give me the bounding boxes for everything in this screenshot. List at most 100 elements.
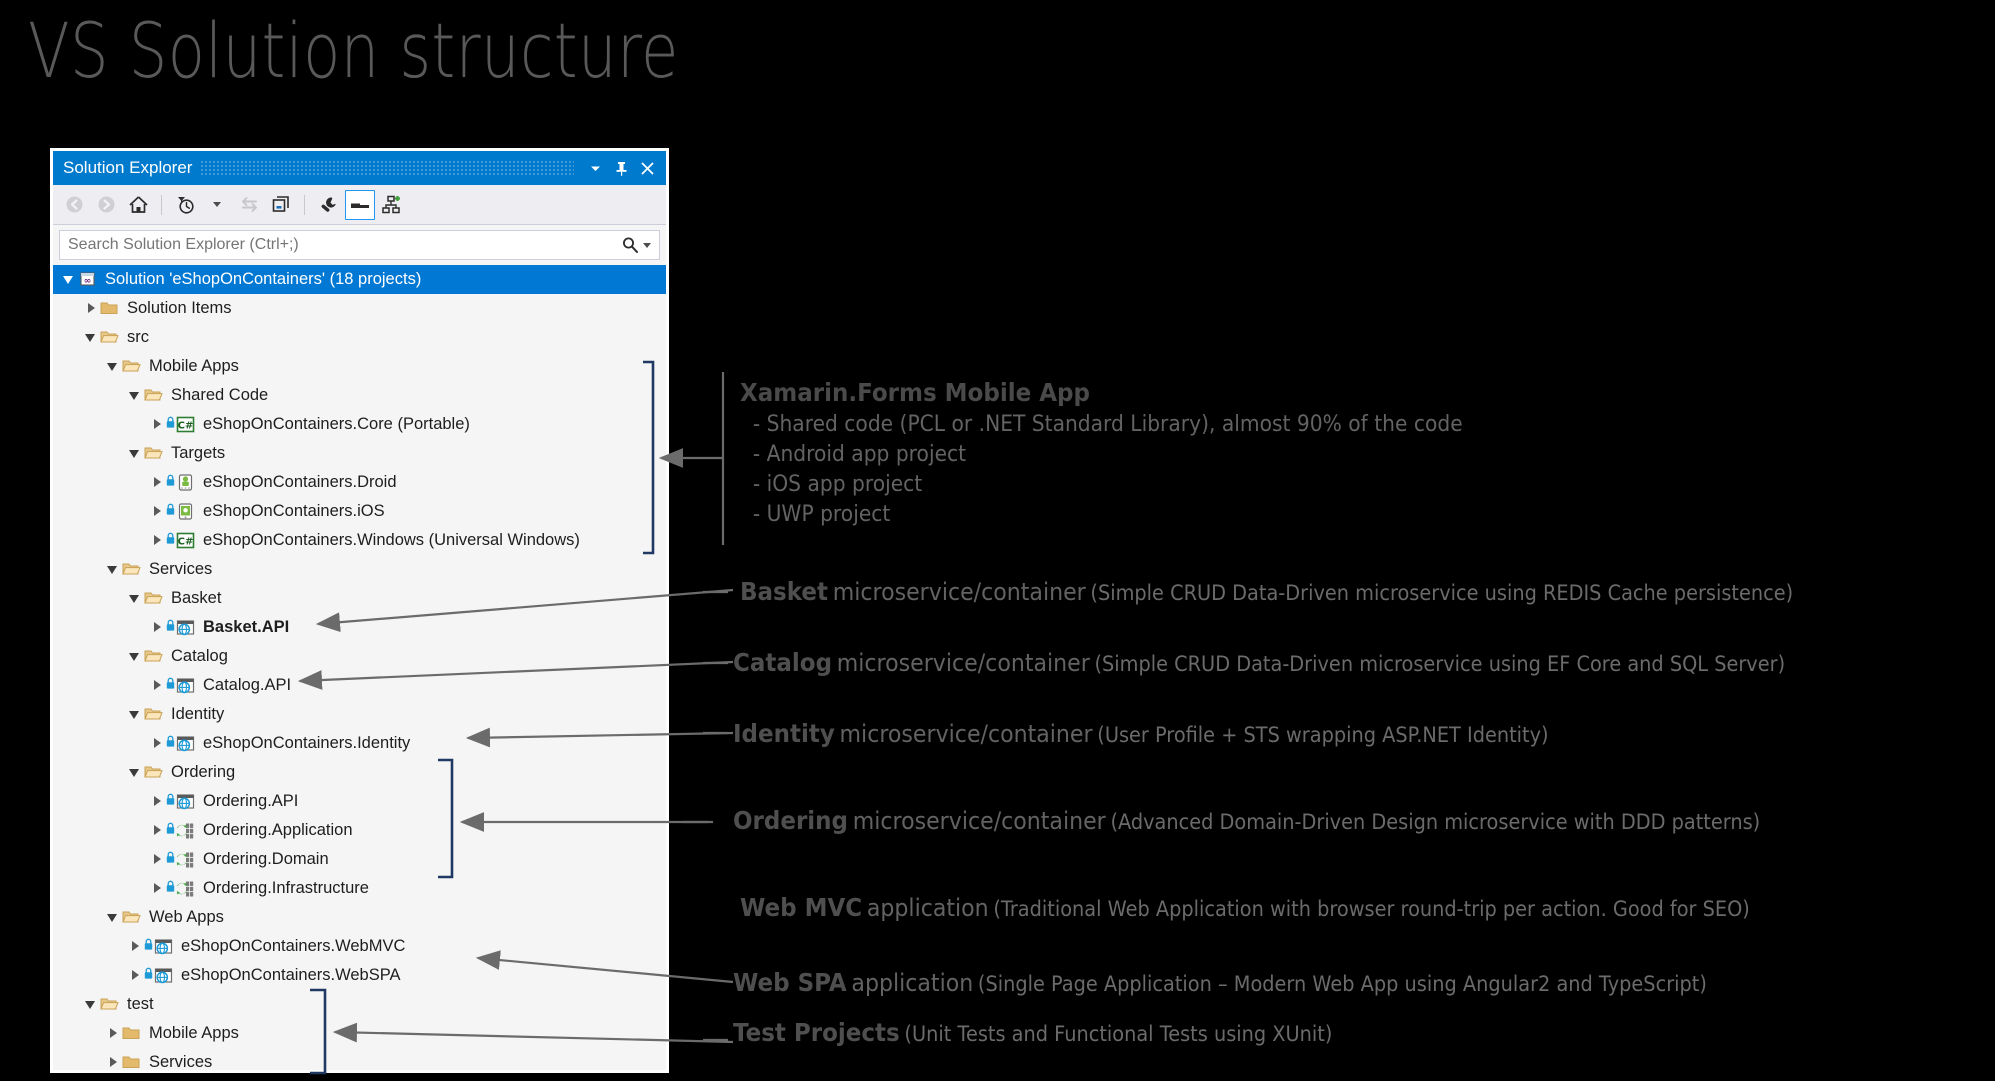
tree-item[interactable]: Ordering: [53, 758, 666, 787]
collapse-arrow-icon[interactable]: [105, 909, 122, 926]
expand-arrow-icon[interactable]: [149, 503, 166, 520]
lock-icon: [166, 473, 175, 492]
collapse-arrow-icon[interactable]: [127, 764, 144, 781]
tree-item-label: eShopOnContainers.iOS: [203, 502, 385, 520]
collapse-arrow-icon[interactable]: [127, 706, 144, 723]
pending-changes-filter-button[interactable]: [170, 190, 200, 220]
toolbar-separator: [161, 194, 162, 215]
tree-item[interactable]: C#eShopOnContainers.Core (Portable): [53, 410, 666, 439]
collapse-arrow-icon[interactable]: [127, 445, 144, 462]
lock-icon: [144, 966, 153, 985]
collapse-arrow-icon[interactable]: [105, 561, 122, 578]
tree-item[interactable]: Catalog: [53, 642, 666, 671]
expand-arrow-icon[interactable]: [127, 967, 144, 984]
expand-arrow-icon[interactable]: [127, 938, 144, 955]
tree-item[interactable]: Ordering.Infrastructure: [53, 874, 666, 903]
collapse-all-button[interactable]: [266, 190, 296, 220]
lock-icon: [166, 850, 175, 869]
tree-item[interactable]: Mobile Apps: [53, 352, 666, 381]
collapse-arrow-icon[interactable]: [127, 590, 144, 607]
expand-arrow-icon[interactable]: [105, 1054, 122, 1070]
solution-explorer-toolbar: [53, 185, 666, 225]
expand-arrow-icon[interactable]: [149, 793, 166, 810]
expand-arrow-icon[interactable]: [149, 822, 166, 839]
solution-explorer-window: Solution Explorer: [50, 148, 669, 1073]
tree-item[interactable]: Services: [53, 1048, 666, 1070]
collapse-arrow-icon[interactable]: [105, 358, 122, 375]
home-button[interactable]: [123, 190, 153, 220]
back-button[interactable]: [59, 190, 89, 220]
svg-text:∞: ∞: [84, 276, 92, 286]
tree-item[interactable]: Ordering.Domain: [53, 845, 666, 874]
collapse-arrow-icon[interactable]: [61, 271, 78, 288]
tree-item[interactable]: Mobile Apps: [53, 1019, 666, 1048]
annotation-mid: application: [851, 969, 974, 997]
collapse-arrow-icon[interactable]: [127, 387, 144, 404]
tree-item[interactable]: Services: [53, 555, 666, 584]
titlebar-drag-dots: [200, 161, 574, 175]
solution-tree[interactable]: ∞Solution 'eShopOnContainers' (18 projec…: [53, 264, 666, 1070]
tree-item[interactable]: eShopOnContainers.WebSPA: [53, 961, 666, 990]
dropdown-icon[interactable]: [582, 155, 608, 181]
tree-item[interactable]: Web Apps: [53, 903, 666, 932]
annotation-name: Basket: [740, 577, 829, 606]
annotation-name: Test Projects: [733, 1018, 900, 1047]
tree-item-label: eShopOnContainers.WebMVC: [181, 937, 406, 955]
tree-item-label: Web Apps: [149, 908, 224, 926]
view-code-map-button[interactable]: [377, 190, 407, 220]
tree-item[interactable]: src: [53, 323, 666, 352]
expand-arrow-icon[interactable]: [149, 532, 166, 549]
search-icon[interactable]: [621, 236, 639, 254]
lock-icon: [166, 792, 175, 811]
tree-item[interactable]: ∞Solution 'eShopOnContainers' (18 projec…: [53, 265, 666, 294]
annotation-paren: (Single Page Application – Modern Web Ap…: [977, 972, 1707, 996]
csharp-icon: C#: [176, 532, 198, 550]
ios-icon: [176, 502, 198, 521]
expand-arrow-icon[interactable]: [149, 474, 166, 491]
tree-item[interactable]: Identity: [53, 700, 666, 729]
sync-with-active-document-button[interactable]: [234, 190, 264, 220]
tree-item-label: Basket: [171, 589, 222, 607]
search-box[interactable]: [59, 230, 660, 260]
folder-open-icon: [144, 764, 166, 782]
expand-arrow-icon[interactable]: [149, 416, 166, 433]
expand-arrow-icon[interactable]: [149, 735, 166, 752]
tree-item[interactable]: C#eShopOnContainers.Windows (Universal W…: [53, 526, 666, 555]
tree-item-label: eShopOnContainers.WebSPA: [181, 966, 401, 984]
search-dropdown-icon[interactable]: [639, 242, 655, 248]
collapse-arrow-icon[interactable]: [83, 329, 100, 346]
tree-item[interactable]: Solution Items: [53, 294, 666, 323]
expand-arrow-icon[interactable]: [149, 677, 166, 694]
pending-changes-dropdown[interactable]: [202, 190, 232, 220]
properties-button[interactable]: [313, 190, 343, 220]
pin-icon[interactable]: [608, 155, 634, 181]
tree-item[interactable]: eShopOnContainers.Droid: [53, 468, 666, 497]
expand-arrow-icon[interactable]: [105, 1025, 122, 1042]
forward-button[interactable]: [91, 190, 121, 220]
tree-item[interactable]: Targets: [53, 439, 666, 468]
preview-selected-items-button[interactable]: [345, 189, 375, 220]
expand-arrow-icon[interactable]: [149, 880, 166, 897]
tree-item[interactable]: Basket.API: [53, 613, 666, 642]
tree-item[interactable]: Catalog.API: [53, 671, 666, 700]
tree-item[interactable]: eShopOnContainers.iOS: [53, 497, 666, 526]
tree-item-label: Ordering.Domain: [203, 850, 329, 868]
tree-item[interactable]: test: [53, 990, 666, 1019]
tree-item[interactable]: Shared Code: [53, 381, 666, 410]
close-icon[interactable]: [634, 155, 660, 181]
tree-item[interactable]: eShopOnContainers.Identity: [53, 729, 666, 758]
tree-item-label: Catalog.API: [203, 676, 292, 694]
expand-arrow-icon[interactable]: [149, 851, 166, 868]
tree-item[interactable]: Ordering.Application: [53, 816, 666, 845]
library-icon: [176, 880, 198, 898]
folder-open-icon: [100, 329, 122, 347]
tree-item[interactable]: Ordering.API: [53, 787, 666, 816]
tree-item[interactable]: Basket: [53, 584, 666, 613]
tree-item[interactable]: eShopOnContainers.WebMVC: [53, 932, 666, 961]
collapse-arrow-icon[interactable]: [127, 648, 144, 665]
collapse-arrow-icon[interactable]: [83, 996, 100, 1013]
expand-arrow-icon[interactable]: [149, 619, 166, 636]
search-input[interactable]: [68, 236, 621, 254]
tree-item-label: test: [127, 995, 154, 1013]
expand-arrow-icon[interactable]: [83, 300, 100, 317]
